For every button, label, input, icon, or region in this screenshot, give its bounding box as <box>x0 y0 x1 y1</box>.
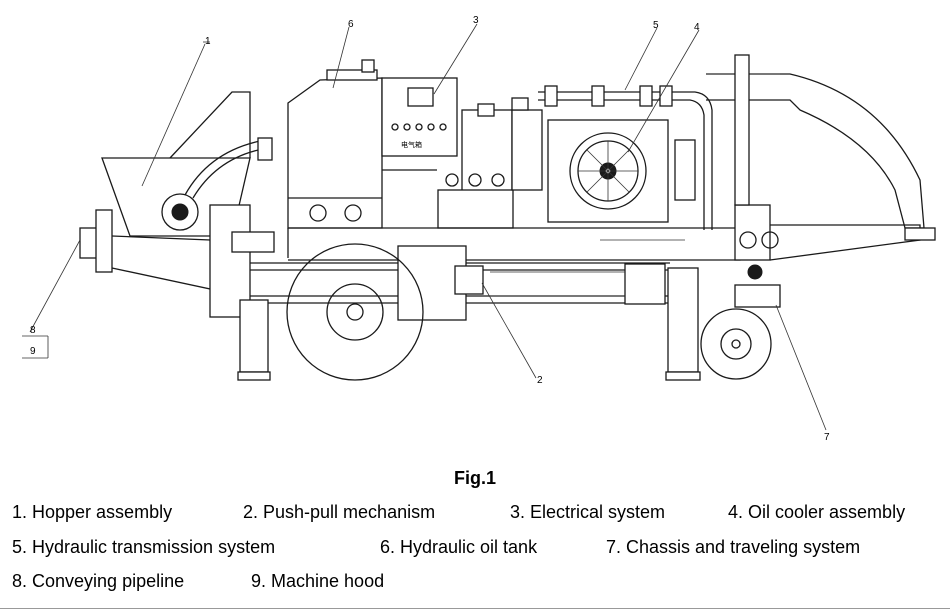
legend-item-chassis: 7. Chassis and traveling system <box>606 537 861 557</box>
callout-2: 2 <box>537 375 543 386</box>
legend-item-hydraulic-transmission: 5. Hydraulic transmission system <box>12 537 276 557</box>
callout-7: 7 <box>824 432 830 443</box>
legend-item-push-pull: 2. Push-pull mechanism <box>243 502 436 522</box>
callout-6: 6 <box>348 19 354 30</box>
push-pull-mechanism <box>209 204 670 321</box>
hydraulic-lines <box>511 85 713 230</box>
legend-item-hopper: 1. Hopper assembly <box>12 502 173 522</box>
legend-item-pipeline: 8. Conveying pipeline <box>12 571 185 591</box>
electrical-box: 电气箱 <box>381 77 458 171</box>
bottom-divider <box>0 608 950 609</box>
panel-label: 电气箱 <box>401 140 422 149</box>
leader-lines <box>22 23 827 431</box>
oil-cooler <box>547 119 696 223</box>
callout-4: 4 <box>694 22 700 33</box>
legend-item-oil-tank: 6. Hydraulic oil tank <box>380 537 538 557</box>
oil-tank <box>287 59 383 229</box>
callout-9: 9 <box>30 346 36 357</box>
callout-labels: 1 2 3 4 5 6 7 8 9 <box>30 15 830 443</box>
legend-item-electrical: 3. Electrical system <box>510 502 666 522</box>
legend-item-oil-cooler: 4. Oil cooler assembly <box>728 502 906 522</box>
chassis-and-wheels <box>237 54 936 381</box>
legend-item-hood: 9. Machine hood <box>251 571 385 591</box>
callout-5: 5 <box>653 20 659 31</box>
callout-8: 8 <box>30 325 36 336</box>
machine-drawing: 电气箱 <box>22 15 936 443</box>
callout-1: 1 <box>205 36 211 47</box>
motor-pump-group <box>437 103 543 229</box>
figure-title: Fig.1 <box>453 468 496 488</box>
callout-3: 3 <box>473 15 479 26</box>
